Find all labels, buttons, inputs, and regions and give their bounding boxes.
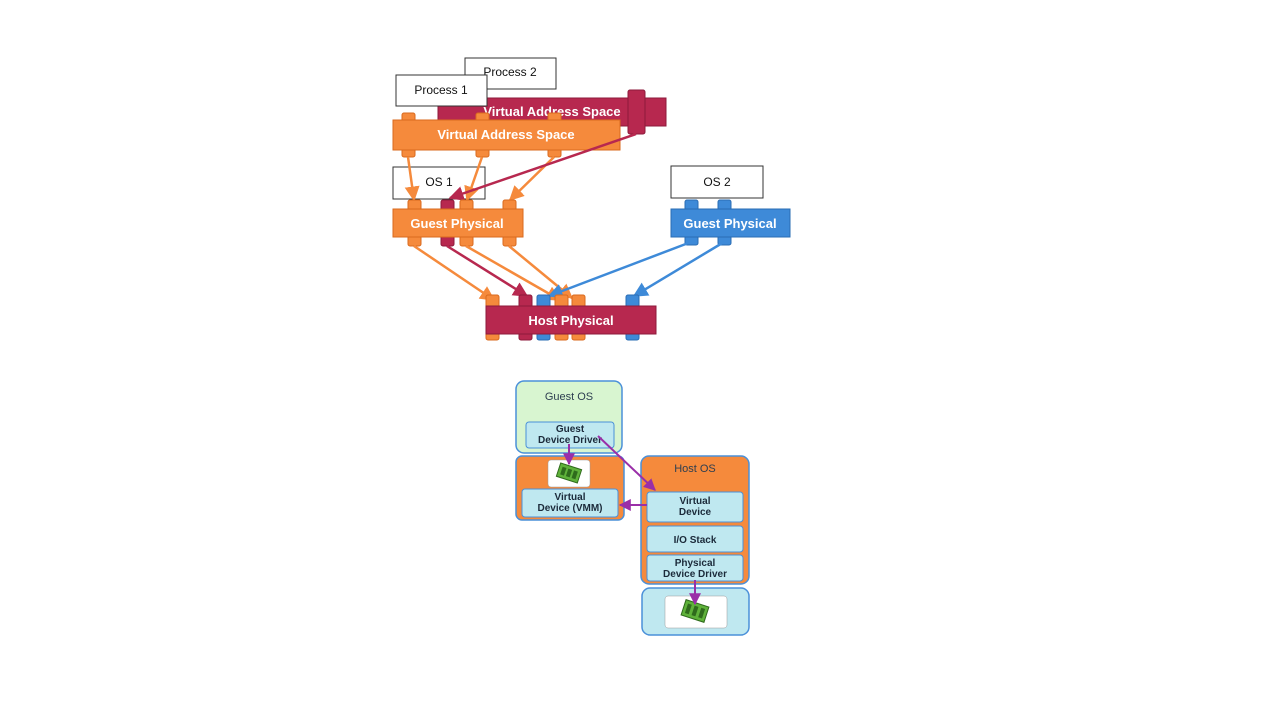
guest-driver-line-1: Guest — [556, 424, 585, 435]
io-stack-label: I/O Stack — [674, 535, 717, 546]
guest-physical-1: Guest Physical — [392, 199, 524, 247]
os-2-box: OS 2 — [670, 165, 764, 199]
io-flow-arrows — [563, 435, 701, 606]
physical-driver-line-2: Device Driver — [663, 569, 727, 580]
process-1-box: Process 1 — [395, 74, 488, 107]
network-card-icon — [555, 462, 583, 484]
vas-to-guest-arrows — [404, 132, 637, 202]
host-virtual-line-1: Virtual — [680, 496, 711, 507]
os-2-label: OS 2 — [703, 175, 731, 189]
host-virtual-line-2: Device — [679, 507, 712, 518]
guest-os-box: Guest OS Guest Device Driver — [515, 380, 623, 454]
vmm-box: Virtual Device (VMM) — [515, 455, 625, 521]
process-1-label: Process 1 — [414, 83, 468, 97]
guest-driver-line-2: Device Driver — [538, 435, 602, 446]
os-1-label: OS 1 — [425, 175, 453, 189]
io-virtualization-diagram: Guest OS Guest Device Driver Virtual Dev… — [515, 380, 750, 636]
vas-1-label: Virtual Address Space — [437, 127, 574, 142]
os-1-box: OS 1 — [392, 166, 486, 200]
host-os-title: Host OS — [674, 463, 716, 475]
vmm-device-line-1: Virtual — [555, 492, 586, 503]
memory-virtualization-diagram: Process 2 Virtual Address Space Process … — [392, 57, 791, 341]
host-physical: Host Physical — [485, 294, 657, 341]
host-physical-label: Host Physical — [528, 313, 613, 328]
guest-physical-1-label: Guest Physical — [410, 216, 503, 231]
guest-to-host-arrows — [413, 240, 725, 302]
process-2-label: Process 2 — [483, 65, 537, 79]
guest-physical-2: Guest Physical — [670, 199, 791, 246]
guest-physical-2-label: Guest Physical — [683, 216, 776, 231]
physical-nic-box — [641, 587, 750, 636]
physical-driver-line-1: Physical — [675, 558, 716, 569]
host-os-box: Host OS Virtual Device I/O Stack Physica… — [640, 455, 750, 585]
vmm-device-line-2: Device (VMM) — [537, 503, 602, 514]
virtual-address-space-1: Virtual Address Space — [392, 112, 621, 158]
vas-2-label: Virtual Address Space — [483, 104, 620, 119]
guest-os-title: Guest OS — [545, 391, 593, 403]
